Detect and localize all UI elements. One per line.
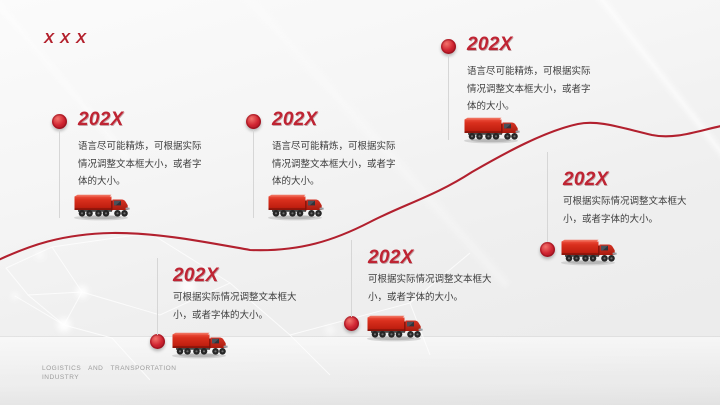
timeline-dot-icon (52, 114, 67, 129)
timeline-year-label: 202X (272, 109, 318, 130)
truck-icon (74, 194, 130, 221)
timeline-connector-line (448, 55, 449, 140)
bottom-shade (0, 383, 720, 405)
timeline-year-label: 202X (78, 109, 124, 130)
timeline-year-label: 202X (173, 265, 219, 286)
timeline-year-label: 202X (368, 247, 414, 268)
timeline-dot-icon (150, 334, 165, 349)
timeline-description: 可根据实际情况调整文本框大小，或者字体的大小。 (563, 196, 687, 225)
footer-line-2: INDUSTRY (42, 374, 80, 381)
timeline-connector-line (351, 240, 352, 317)
timeline-dot-icon (441, 39, 456, 54)
timeline-year-label: 202X (563, 169, 609, 190)
timeline-description: 可根据实际情况调整文本框大小，或者字体的大小。 (173, 292, 297, 321)
timeline-year-label: 202X (467, 34, 513, 55)
timeline-connector-line (59, 130, 60, 218)
timeline-connector-line (157, 258, 158, 335)
timeline-description: 语言尽可能精炼，可根据实际情况调整文本框大小，或者字体的大小。 (467, 66, 591, 112)
truck-icon (464, 117, 520, 144)
footer-caption: LOGISTICS AND TRANSPORTATION INDUSTRY (42, 364, 182, 382)
timeline-dot-icon (344, 316, 359, 331)
truck-icon (172, 332, 228, 359)
company-logo: XXX (44, 30, 93, 47)
timeline-dot-icon (246, 114, 261, 129)
timeline-description: 语言尽可能精炼，可根据实际情况调整文本框大小，或者字体的大小。 (78, 141, 202, 187)
timeline-connector-line (253, 130, 254, 218)
floor-seam-line (0, 336, 720, 337)
timeline-connector-line (547, 152, 548, 242)
footer-line-1: LOGISTICS AND TRANSPORTATION (42, 365, 177, 372)
timeline-description: 语言尽可能精炼，可根据实际情况调整文本框大小，或者字体的大小。 (272, 141, 396, 187)
truck-icon (367, 315, 423, 342)
timeline-description: 可根据实际情况调整文本框大小，或者字体的大小。 (368, 274, 492, 303)
truck-icon (561, 239, 617, 266)
truck-icon (268, 194, 324, 221)
timeline-dot-icon (540, 242, 555, 257)
